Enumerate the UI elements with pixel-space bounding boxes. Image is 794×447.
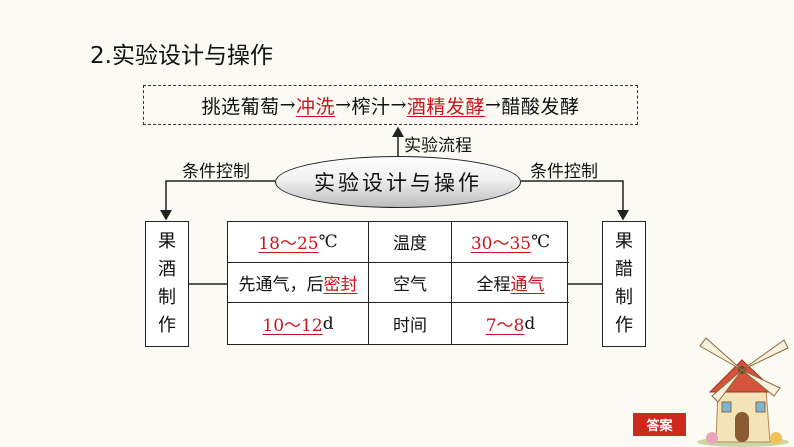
unit-celsius: ℃ [318, 231, 338, 252]
vinegar-box-char: 果 [615, 231, 633, 252]
temperature-header: 温度 [369, 222, 452, 263]
flow-steps: 挑选葡萄 → 冲洗 → 榨汁 → 酒精发酵 → 醋酸发酵 [143, 85, 638, 125]
vinegar-box-char: 醋 [615, 259, 633, 280]
vinegar-air-value: 通气 [510, 274, 545, 295]
wine-box-char: 果 [158, 231, 176, 252]
process-label: 实验流程 [404, 136, 472, 156]
wine-time-value: 10～12 [262, 316, 323, 337]
center-ellipse: 实验设计与操作 [275, 156, 521, 208]
right-condition-label: 条件控制 [530, 162, 598, 182]
flow-step-juice: 榨汁 [351, 95, 391, 118]
flow-step-alcohol: 酒精发酵 [406, 95, 485, 118]
answer-button[interactable]: 答案 [633, 413, 686, 436]
air-header: 空气 [369, 262, 452, 304]
flow-arrow: → [335, 94, 352, 116]
flow-step-pick: 挑选葡萄 [201, 95, 280, 118]
vinegar-temperature-value: 30～35 [470, 234, 532, 255]
left-condition-label: 条件控制 [182, 162, 250, 182]
wine-temperature-cell: 18～25℃ [228, 222, 369, 263]
vinegar-time-value: 7～8 [485, 316, 525, 337]
flow-arrow: → [484, 94, 502, 116]
left-condition-line [160, 180, 275, 221]
flow-arrow: → [390, 94, 407, 116]
wine-air-value: 密封 [323, 274, 358, 295]
vinegar-temperature-cell: 30～35℃ [452, 222, 569, 263]
flow-box [143, 85, 638, 125]
flow-step-acetic: 醋酸发酵 [501, 95, 580, 118]
wine-air-cell: 先通气，后密封 [228, 262, 369, 304]
vinegar-box-char: 作 [615, 315, 633, 336]
unit-day: d [322, 313, 334, 334]
flow-arrow: → [279, 94, 297, 116]
windmill-house-icon [697, 337, 789, 447]
flow-step-wash: 冲洗 [296, 95, 336, 118]
slide-title: 2.实验设计与操作 [90, 43, 273, 69]
time-header: 时间 [369, 303, 452, 344]
unit-celsius: ℃ [531, 231, 551, 252]
vinegar-making-box: 果 醋 制 作 [602, 221, 646, 347]
wine-temperature-value: 18～25 [258, 234, 319, 255]
vinegar-air-prefix: 全程 [476, 274, 511, 295]
center-label: 实验设计与操作 [314, 171, 482, 195]
vinegar-box-char: 制 [615, 287, 633, 308]
vinegar-air-cell: 全程通气 [452, 263, 569, 304]
vinegar-time-cell: 7～8 d [452, 303, 569, 344]
wine-box-char: 制 [158, 287, 176, 308]
wine-box-char: 酒 [158, 259, 176, 280]
unit-day: d [524, 313, 536, 334]
wine-box-char: 作 [158, 315, 176, 336]
wine-making-box: 果 酒 制 作 [145, 221, 189, 347]
right-condition-line [521, 180, 629, 221]
wine-air-prefix: 先通气，后 [238, 274, 324, 295]
